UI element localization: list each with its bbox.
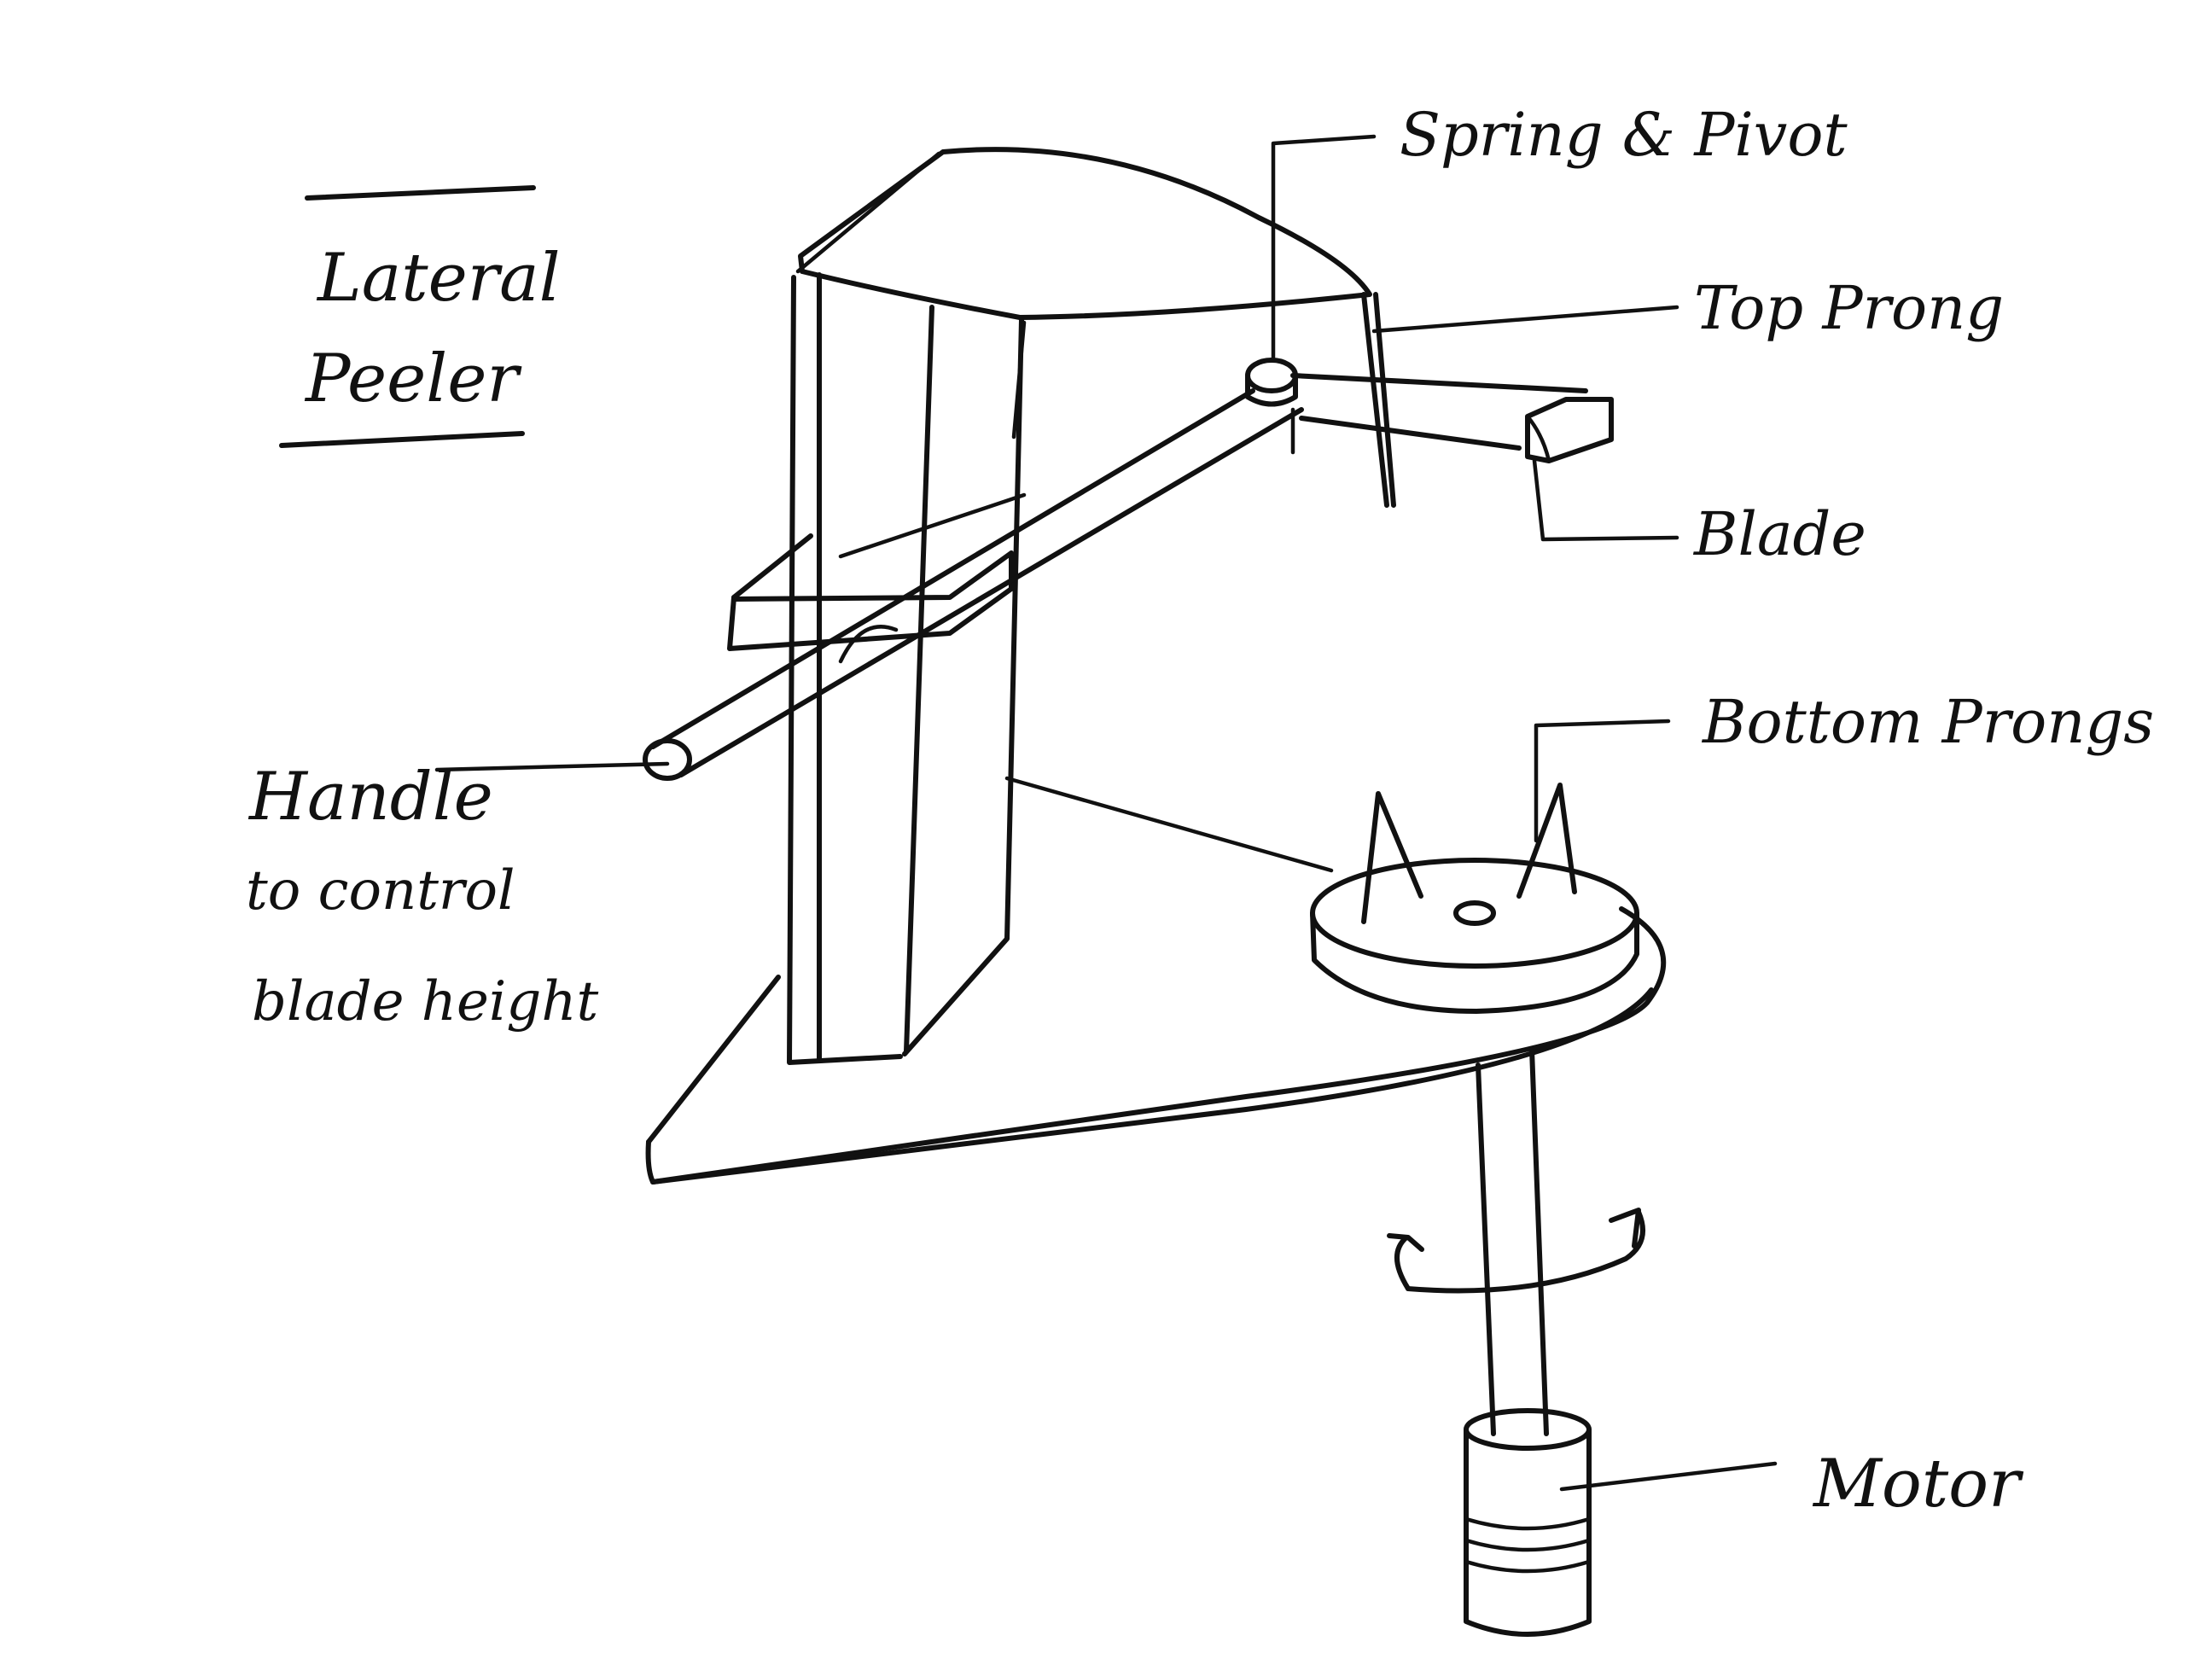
blade	[1528, 399, 1611, 461]
title-line-1: Lateral	[316, 240, 561, 317]
leader-motor	[1562, 1464, 1775, 1489]
leader-spring-pivot	[1273, 137, 1374, 358]
label-handle-2: to control	[246, 859, 515, 923]
title-underline	[282, 434, 522, 445]
leader-bottom-prongs	[1536, 721, 1668, 841]
motor	[1466, 1411, 1589, 1634]
rotation-arrows-icon	[1389, 1210, 1643, 1290]
lever-arm	[645, 391, 1301, 778]
base-plate	[649, 778, 1664, 1182]
spring-pivot	[1248, 360, 1295, 405]
motor-shaft	[1478, 1050, 1546, 1434]
turntable-disc	[1313, 860, 1637, 1011]
top-prong	[1364, 294, 1394, 505]
top-plate	[798, 149, 1370, 317]
label-motor: Motor	[1812, 1446, 2024, 1522]
label-spring-pivot: Spring & Pivot	[1400, 100, 1848, 170]
label-top-prong: Top Prong	[1694, 273, 2004, 343]
leader-lines	[437, 137, 1775, 1489]
leader-top-prong	[1374, 307, 1677, 331]
title-overline	[307, 188, 533, 198]
label-blade: Blade	[1692, 499, 1866, 569]
label-handle-3: blade height	[252, 970, 599, 1033]
label-handle-1: Handle	[247, 759, 493, 835]
label-bottom-prongs: Bottom Prongs	[1701, 687, 2154, 757]
title-block: Lateral Peeler	[282, 188, 561, 445]
leader-blade	[1534, 461, 1677, 539]
vertical-column	[789, 275, 1024, 1062]
title-line-2: Peeler	[304, 341, 522, 417]
